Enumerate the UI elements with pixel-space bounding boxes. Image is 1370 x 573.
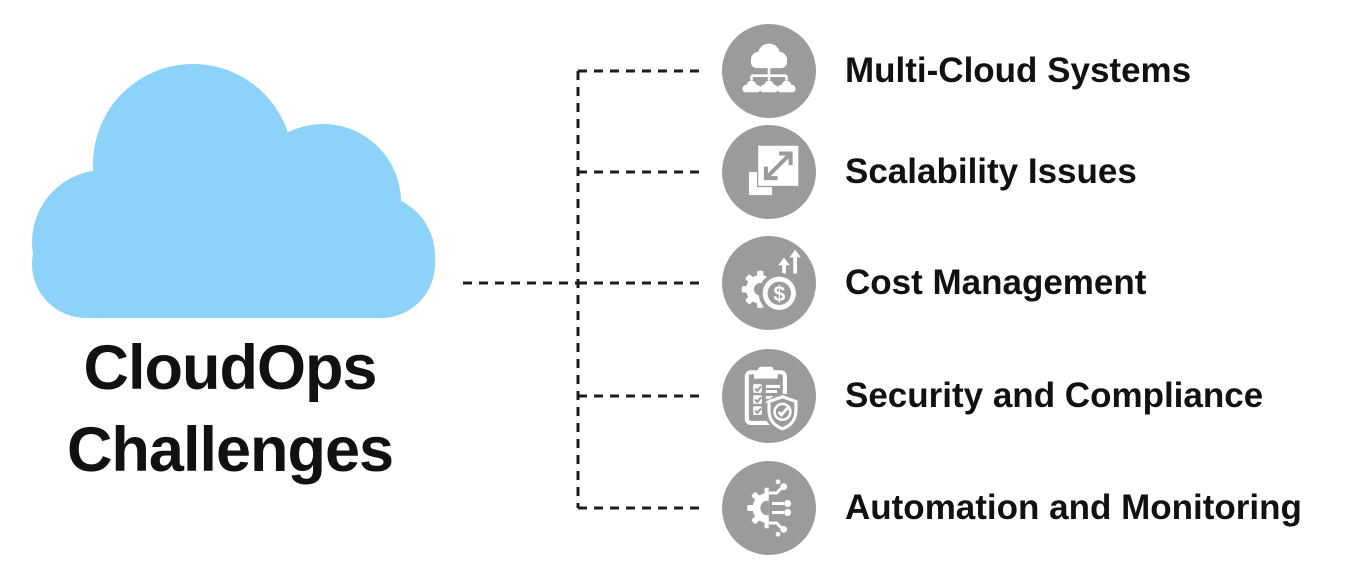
cloud-shape — [32, 64, 435, 318]
scalability-icon — [748, 145, 799, 196]
challenge-item-row: Scalability Issues — [722, 125, 1137, 219]
challenge-label: Security and Compliance — [845, 376, 1264, 415]
challenge-item-row: Automation and Monitoring — [722, 461, 1302, 555]
automation-monitoring-icon — [747, 479, 792, 537]
svg-text:$: $ — [773, 282, 785, 306]
diagram-title-line1: CloudOps — [83, 333, 378, 403]
security-compliance-icon — [744, 366, 801, 431]
diagram-title: CloudOps Challenges — [12, 328, 448, 492]
challenge-item-row: Multi-Cloud Systems — [722, 24, 1191, 118]
icon-badge-row: $ Cost Management — [722, 236, 1146, 330]
challenge-label: Scalability Issues — [845, 152, 1137, 191]
diagram-title-line2: Challenges — [66, 414, 394, 485]
icon-badge — [722, 24, 816, 118]
icon-badge — [722, 349, 816, 443]
cost-management-icon: $ — [741, 249, 801, 314]
multi-cloud-icon — [742, 43, 796, 93]
icon-badge — [722, 125, 816, 219]
challenge-item-row: Security and Compliance — [722, 349, 1263, 443]
icon-badge — [722, 461, 816, 555]
challenge-label: Automation and Monitoring — [845, 488, 1302, 527]
challenge-label: Cost Management — [845, 263, 1147, 302]
icon-badge: $ — [722, 236, 816, 330]
challenge-label: Multi-Cloud Systems — [845, 51, 1192, 90]
